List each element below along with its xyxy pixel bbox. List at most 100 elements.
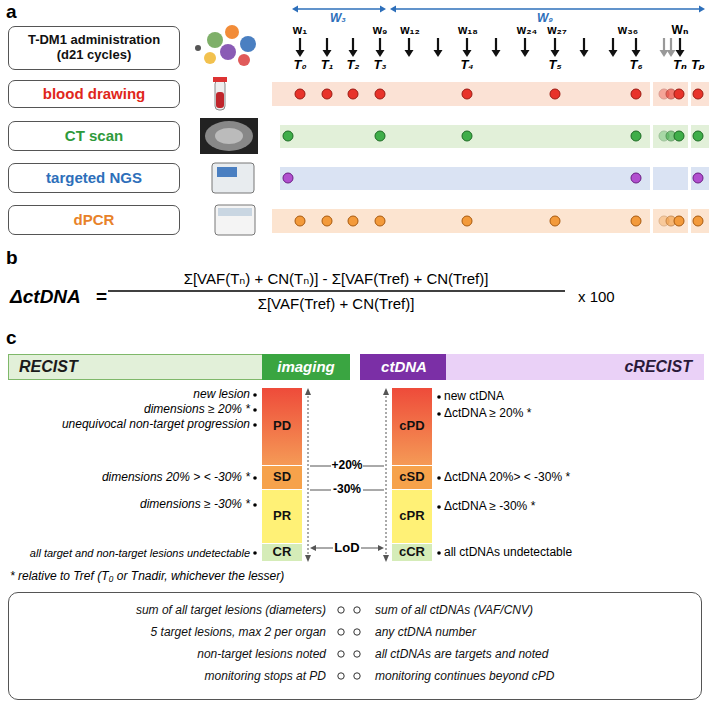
sample-dot	[375, 89, 385, 99]
text-label: LoD	[334, 541, 359, 556]
ct-icon	[200, 118, 258, 154]
node-label: targeted NGS	[46, 169, 142, 186]
sample-dot	[348, 216, 358, 226]
node-label: blood drawing	[43, 85, 146, 102]
text-label: w₁	[293, 24, 307, 38]
text-label: T₆	[629, 58, 642, 73]
dose-arrow	[554, 38, 556, 51]
range-arrow	[386, 392, 387, 558]
bullet-dot	[437, 412, 441, 416]
row-circle	[338, 673, 344, 679]
text-label: w₉	[373, 24, 388, 38]
timeline-band	[280, 167, 709, 190]
dpcr-icon	[215, 205, 255, 235]
bracket-line	[363, 490, 384, 491]
arrow-head	[390, 6, 396, 13]
span-line	[296, 8, 382, 10]
ct-icon	[215, 128, 243, 144]
dose-arrow	[299, 38, 301, 51]
sample-dot	[674, 89, 684, 99]
response-bar: cPR	[392, 490, 432, 544]
dose-arrow	[612, 38, 614, 51]
sample-dot	[348, 89, 358, 99]
sequencer-icon	[217, 167, 237, 177]
arrow-head	[378, 545, 384, 551]
arrow-head	[667, 50, 676, 57]
arrow-head	[676, 50, 685, 57]
bullet-dot	[253, 423, 257, 427]
tube-icon	[213, 77, 227, 82]
antibody-icon	[207, 32, 223, 48]
text-label: w₁₈	[458, 24, 478, 38]
arrow-head	[296, 50, 305, 57]
header-bar: ctDNA	[360, 354, 448, 380]
arrow-head	[292, 6, 298, 13]
response-bar: cSD	[392, 466, 432, 490]
text-label: * relative to Tref (T₀ or Tnadir, whiche…	[10, 570, 284, 584]
timeline-band	[280, 125, 709, 148]
arrow-head	[376, 50, 385, 57]
timeline-band	[272, 82, 709, 106]
text-label: w₃₆	[618, 24, 638, 38]
arrow-head	[383, 388, 389, 395]
text-label: T₄	[460, 58, 473, 73]
dose-arrow	[679, 38, 681, 51]
arrow-head	[323, 50, 332, 57]
comparison-box: sum of all target lesions (diameters)sum…	[8, 592, 702, 700]
text-label: T₅	[548, 58, 561, 73]
response-bar: PR	[262, 490, 302, 544]
row-circle	[354, 607, 360, 613]
method-box: targeted NGS	[8, 163, 180, 193]
arrow-head	[383, 555, 389, 562]
response-bar: cPD	[392, 388, 432, 466]
lod-arrow	[314, 548, 333, 549]
sample-dot	[322, 89, 332, 99]
text-label: T₃	[374, 58, 387, 73]
sample-dot	[375, 131, 385, 141]
arrow-head	[310, 545, 316, 551]
text-label: dimensions ≥ -30% *	[140, 498, 250, 512]
bullet-dot	[253, 408, 257, 412]
dose-arrow	[408, 38, 410, 51]
arrow-head	[699, 6, 705, 13]
text-label: T₀	[293, 58, 306, 73]
node-label: monitoring stops at PD	[205, 670, 326, 684]
text-label: w₂₄	[517, 24, 537, 38]
text-label: Σ[VAF(Tref) + CN(Tref)]	[258, 295, 415, 312]
node-label: cRECIST	[624, 358, 692, 376]
antibody-icon	[240, 36, 256, 52]
text-label: +20%	[331, 459, 362, 473]
response-bar: SD	[262, 466, 302, 490]
node-label: RECIST	[19, 358, 78, 376]
sample-dot	[631, 173, 641, 183]
response-bar: CR	[262, 544, 302, 562]
sequencer-icon	[212, 163, 254, 193]
method-box: dPCR	[8, 205, 180, 235]
text-label: w₁₂	[400, 24, 420, 38]
arrow-head	[551, 50, 560, 57]
tube-icon	[216, 92, 224, 108]
arrow-head	[305, 388, 311, 395]
dose-arrow	[379, 38, 381, 51]
text-label: all target and non-target lesions undete…	[30, 547, 250, 560]
node-label: sum of all target lesions (diameters)	[136, 604, 326, 618]
node-label: cPD	[399, 419, 424, 434]
dose-arrow	[437, 38, 439, 51]
tube-icon	[215, 80, 225, 110]
text-label: Wₙ	[672, 24, 689, 38]
dose-arrow	[524, 38, 526, 51]
sample-dot	[693, 216, 703, 226]
text-label: x 100	[578, 288, 615, 305]
node-label: CR	[273, 545, 292, 560]
text-label: ΔctDNA ≥ 20% *	[444, 407, 531, 421]
sample-dot	[322, 216, 332, 226]
sample-dot	[674, 216, 684, 226]
node-label: imaging	[277, 358, 335, 375]
sample-dot	[462, 89, 472, 99]
text-label: =	[96, 286, 107, 308]
antibody-icon	[220, 44, 236, 60]
sample-dot	[283, 173, 293, 183]
node-label: CT scan	[65, 127, 123, 144]
node-label: monitoring continues beyond cPD	[375, 670, 554, 684]
sample-dot	[462, 216, 472, 226]
